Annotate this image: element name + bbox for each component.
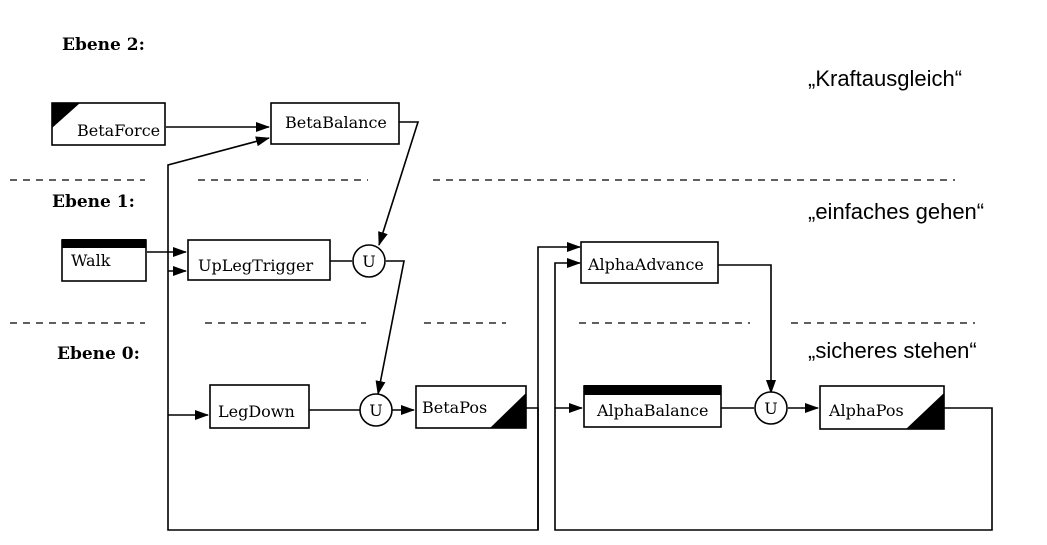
module-beta-force-label: BetaForce <box>77 121 160 140</box>
module-alpha-advance: AlphaAdvance <box>580 241 719 284</box>
union-node-3-label: U <box>764 399 777 418</box>
connection-wires <box>147 121 993 531</box>
union-node-2: U <box>359 393 393 427</box>
module-walk-label: Walk <box>71 251 111 270</box>
union-node-3: U <box>754 391 788 425</box>
module-beta-balance: BetaBalance <box>270 102 400 145</box>
module-leg-down-label: LegDown <box>218 402 295 421</box>
module-alpha-pos-label: AlphaPos <box>828 401 904 420</box>
union-node-1-label: U <box>362 252 375 271</box>
level-label-2: Ebene 2: <box>62 35 145 55</box>
union-node-2-label: U <box>369 401 382 420</box>
module-beta-pos: BetaPos <box>415 385 527 429</box>
module-beta-pos-label: BetaPos <box>422 398 487 417</box>
module-up-leg-trigger: UpLegTrigger <box>187 239 331 281</box>
module-alpha-balance: AlphaBalance <box>583 385 722 428</box>
behavior-caption-0: „sicheres stehen“ <box>808 338 977 363</box>
module-up-leg-trigger-label: UpLegTrigger <box>198 256 313 275</box>
module-beta-force: BetaForce <box>51 102 166 146</box>
level-label-0: Ebene 0: <box>57 344 140 364</box>
module-alpha-pos: AlphaPos <box>819 385 945 430</box>
behavior-caption-2: „Kraftausgleich“ <box>808 66 962 91</box>
module-walk: Walk <box>61 239 147 282</box>
module-alpha-advance-label: AlphaAdvance <box>587 255 704 274</box>
level-label-1: Ebene 1: <box>52 192 135 212</box>
union-node-1: U <box>352 244 386 278</box>
module-alpha-balance-label: AlphaBalance <box>596 401 708 420</box>
behavior-caption-1: „einfaches gehen“ <box>808 199 984 224</box>
module-leg-down: LegDown <box>209 384 310 429</box>
module-beta-balance-label: BetaBalance <box>285 113 387 132</box>
